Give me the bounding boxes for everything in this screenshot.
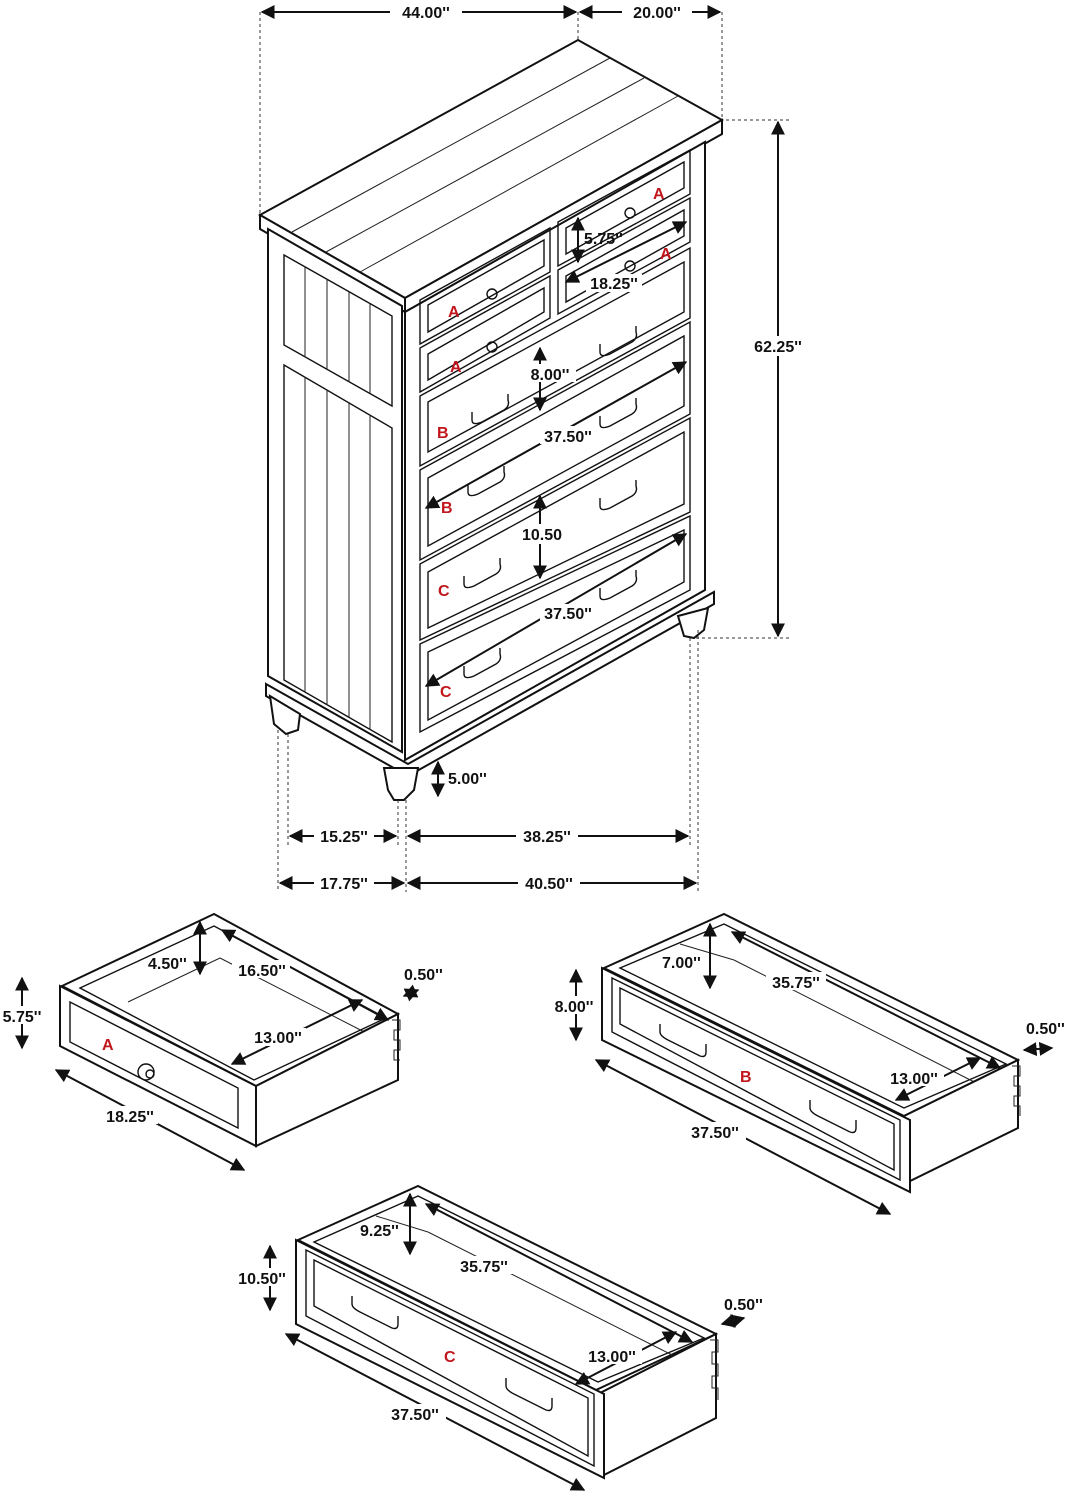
chest-front-width-outer: 40.50'': [525, 876, 573, 893]
chest-drawer-b-height: 8.00'': [531, 367, 570, 384]
chest-label-a3: A: [653, 186, 665, 203]
chest-depth-top: 20.00'': [633, 5, 681, 22]
chest-width-top: 44.00'': [402, 5, 450, 22]
chest-label-c2: C: [440, 684, 452, 701]
chest-label-c1: C: [438, 583, 450, 600]
drawer-a-inner-height: 4.50'': [148, 956, 187, 973]
chest-leg-height: 5.00'': [448, 771, 487, 788]
drawer-a-front-height: 5.75'': [3, 1009, 42, 1026]
drawer-a-side-thickness: 0.50'': [404, 967, 443, 984]
chest-front-width-inner: 38.25'': [523, 829, 571, 846]
chest-side-depth-outer: 17.75'': [320, 876, 368, 893]
chest-height-total: 62.25'': [754, 339, 802, 356]
drawer-b-front-width: 37.50'': [691, 1125, 739, 1142]
chest-side-depth-inner: 15.25'': [320, 829, 368, 846]
drawer-a-inner-depth: 16.50'': [238, 963, 286, 980]
drawer-a-label: A: [102, 1037, 114, 1054]
drawer-a-front-width: 18.25'': [106, 1109, 154, 1126]
drawer-c-side-thickness: 0.50'': [724, 1297, 763, 1314]
chest-drawer-a-height: 5.75'': [584, 231, 623, 248]
drawer-b-inner-height: 7.00'': [662, 955, 701, 972]
drawer-b-front-height: 8.00'': [555, 999, 594, 1016]
chest-label-a1: A: [448, 304, 460, 321]
drawer-a-inner-width: 13.00'': [254, 1030, 302, 1047]
chest-label-a4: A: [660, 246, 672, 263]
chest-label-b2: B: [441, 500, 453, 517]
chest-label-a2: A: [450, 359, 462, 376]
drawer-b-side-thickness: 0.50'': [1026, 1021, 1065, 1038]
drawer-c-front-height: 10.50'': [238, 1271, 286, 1288]
chest-drawer-c-width: 37.50'': [544, 606, 592, 623]
drawer-b-inner-width: 13.00'': [890, 1071, 938, 1088]
drawer-c-inner-width: 13.00'': [588, 1349, 636, 1366]
chest-drawing: [257, 12, 790, 801]
drawer-c-front-width: 37.50'': [391, 1407, 439, 1424]
drawer-b-inner-depth: 35.75'': [772, 975, 820, 992]
chest-drawer-c-height: 10.50: [522, 527, 562, 544]
chest-drawer-a-width: 18.25'': [590, 276, 638, 293]
drawer-c-inner-height: 9.25'': [360, 1223, 399, 1240]
drawer-b-label: B: [740, 1069, 752, 1086]
chest-drawer-b-width: 37.50'': [544, 429, 592, 446]
drawer-c-inner-depth: 35.75'': [460, 1259, 508, 1276]
drawer-c-label: C: [444, 1349, 456, 1366]
chest-label-b1: B: [437, 425, 449, 442]
